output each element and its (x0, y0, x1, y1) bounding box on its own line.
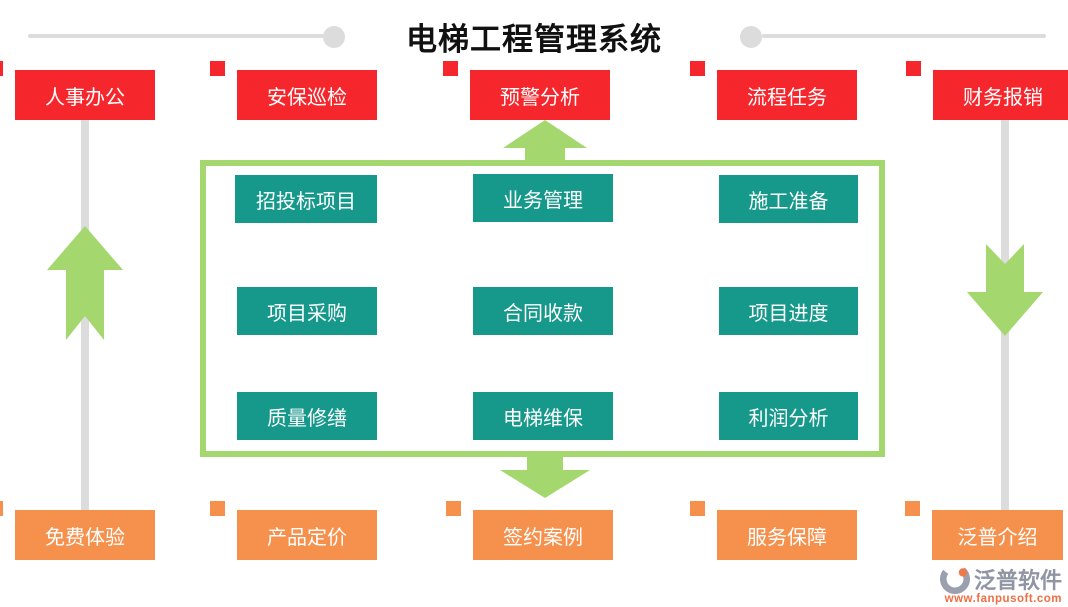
btn-hr-office[interactable]: 人事办公 (15, 70, 155, 120)
corner-accent (443, 61, 458, 76)
box-down-arrow-icon (500, 455, 590, 498)
divider-line-right (762, 34, 1046, 38)
btn-label: 电梯维保 (503, 407, 583, 430)
btn-label: 人事办公 (45, 86, 125, 109)
btn-label: 预警分析 (500, 86, 580, 109)
btn-profit-analysis[interactable]: 利润分析 (719, 392, 858, 440)
btn-product-pricing[interactable]: 产品定价 (237, 510, 377, 560)
divider-dot-left (323, 26, 345, 48)
btn-label: 服务保障 (747, 526, 827, 549)
btn-finance-reimburse[interactable]: 财务报销 (933, 70, 1068, 120)
corner-accent (446, 501, 461, 516)
btn-label: 施工准备 (748, 190, 829, 213)
up-arrow-icon (47, 226, 123, 340)
btn-free-trial[interactable]: 免费体验 (15, 510, 155, 560)
btn-label: 合同收款 (503, 302, 583, 325)
btn-label: 免费体验 (45, 526, 125, 549)
btn-signed-cases[interactable]: 签约案例 (473, 510, 613, 560)
corner-accent (0, 501, 3, 516)
corner-accent (905, 501, 920, 516)
btn-label: 产品定价 (267, 526, 347, 549)
corner-accent (906, 61, 921, 76)
divider-dot-right (740, 26, 762, 48)
corner-accent (0, 61, 3, 76)
corner-accent (690, 61, 705, 76)
btn-label: 招投标项目 (256, 190, 356, 213)
btn-label: 安保巡检 (267, 86, 347, 109)
box-up-arrow-icon (503, 120, 587, 164)
btn-construction-prep[interactable]: 施工准备 (719, 175, 858, 223)
btn-warning-analysis[interactable]: 预警分析 (470, 70, 610, 120)
btn-elevator-maintenance[interactable]: 电梯维保 (473, 392, 613, 440)
down-arrow-icon (967, 244, 1043, 336)
brand-logo: 泛普软件 www.fanpusoft.com (939, 563, 1062, 605)
btn-business-mgmt[interactable]: 业务管理 (473, 174, 613, 222)
btn-process-tasks[interactable]: 流程任务 (717, 70, 857, 120)
brand-name: 泛普软件 (973, 568, 1062, 593)
btn-project-progress[interactable]: 项目进度 (719, 287, 858, 335)
btn-label: 业务管理 (503, 189, 583, 212)
btn-label: 泛普介绍 (957, 526, 1038, 549)
btn-label: 流程任务 (747, 86, 827, 109)
btn-quality-repair[interactable]: 质量修缮 (237, 392, 377, 440)
btn-label: 财务报销 (963, 86, 1043, 109)
btn-service-guarantee[interactable]: 服务保障 (717, 510, 857, 560)
btn-fanpu-intro[interactable]: 泛普介绍 (932, 510, 1063, 560)
corner-accent (690, 501, 705, 516)
corner-accent (210, 61, 225, 76)
logo-mark-icon (939, 564, 970, 594)
btn-security-patrol[interactable]: 安保巡检 (237, 70, 377, 120)
btn-label: 利润分析 (748, 407, 829, 430)
btn-label: 项目采购 (267, 302, 347, 325)
btn-bidding-project[interactable]: 招投标项目 (235, 175, 377, 223)
page-title: 电梯工程管理系统 (406, 22, 662, 57)
btn-project-procurement[interactable]: 项目采购 (237, 287, 377, 335)
divider-line-left (28, 34, 324, 38)
btn-contract-collection[interactable]: 合同收款 (473, 287, 613, 335)
corner-accent (210, 501, 225, 516)
btn-label: 签约案例 (503, 526, 583, 549)
btn-label: 项目进度 (748, 302, 829, 325)
brand-url: www.fanpusoft.com (944, 593, 1062, 605)
btn-label: 质量修缮 (267, 407, 347, 430)
